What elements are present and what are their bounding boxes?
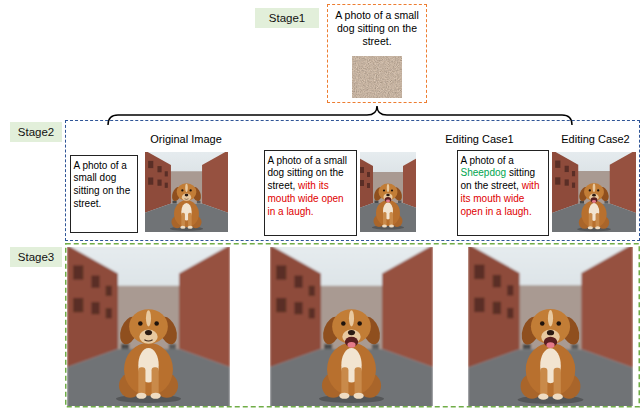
dog-photo [348, 152, 428, 232]
prompt-box: A photo of a small dog sitting on the st… [327, 4, 427, 103]
stage-label: Stage1 [255, 8, 319, 28]
stage-label-text: Stage3 [18, 251, 54, 263]
prompt-box: A photo of a small dog sitting on the st… [70, 155, 138, 233]
dog-photo [270, 245, 433, 408]
dog-photo [468, 244, 633, 408]
prompt-text: A photo of a [461, 155, 514, 166]
noise-image [352, 56, 402, 98]
stage-label-text: Stage1 [269, 12, 305, 24]
prompt-text: Sheepdog [461, 167, 507, 178]
image-caption: Editing Case1 [440, 133, 520, 145]
dog-photo [552, 150, 636, 234]
stage2-region: Original Image Editing Case1 Editing Case2… [65, 120, 640, 241]
prompt-box: A photo of a Sheepdog sitting on the str… [457, 150, 549, 236]
stage-label: Stage3 [10, 247, 62, 267]
stage-label-text: Stage2 [18, 126, 54, 138]
noise-ground [352, 56, 402, 98]
stage-label: Stage2 [10, 122, 62, 142]
dog-photo [145, 151, 228, 234]
dog-photo [67, 245, 230, 408]
noise-texture [352, 56, 402, 98]
image-caption: Original Image [145, 133, 228, 145]
brace [108, 106, 572, 125]
prompt-box: A photo of a small dog sitting on the st… [264, 150, 357, 236]
prompt-text: A photo of a small dog sitting on the st… [333, 9, 421, 48]
prompt-text: A photo of a small dog sitting on the st… [74, 160, 131, 209]
image-caption: Editing Case2 [556, 133, 636, 145]
